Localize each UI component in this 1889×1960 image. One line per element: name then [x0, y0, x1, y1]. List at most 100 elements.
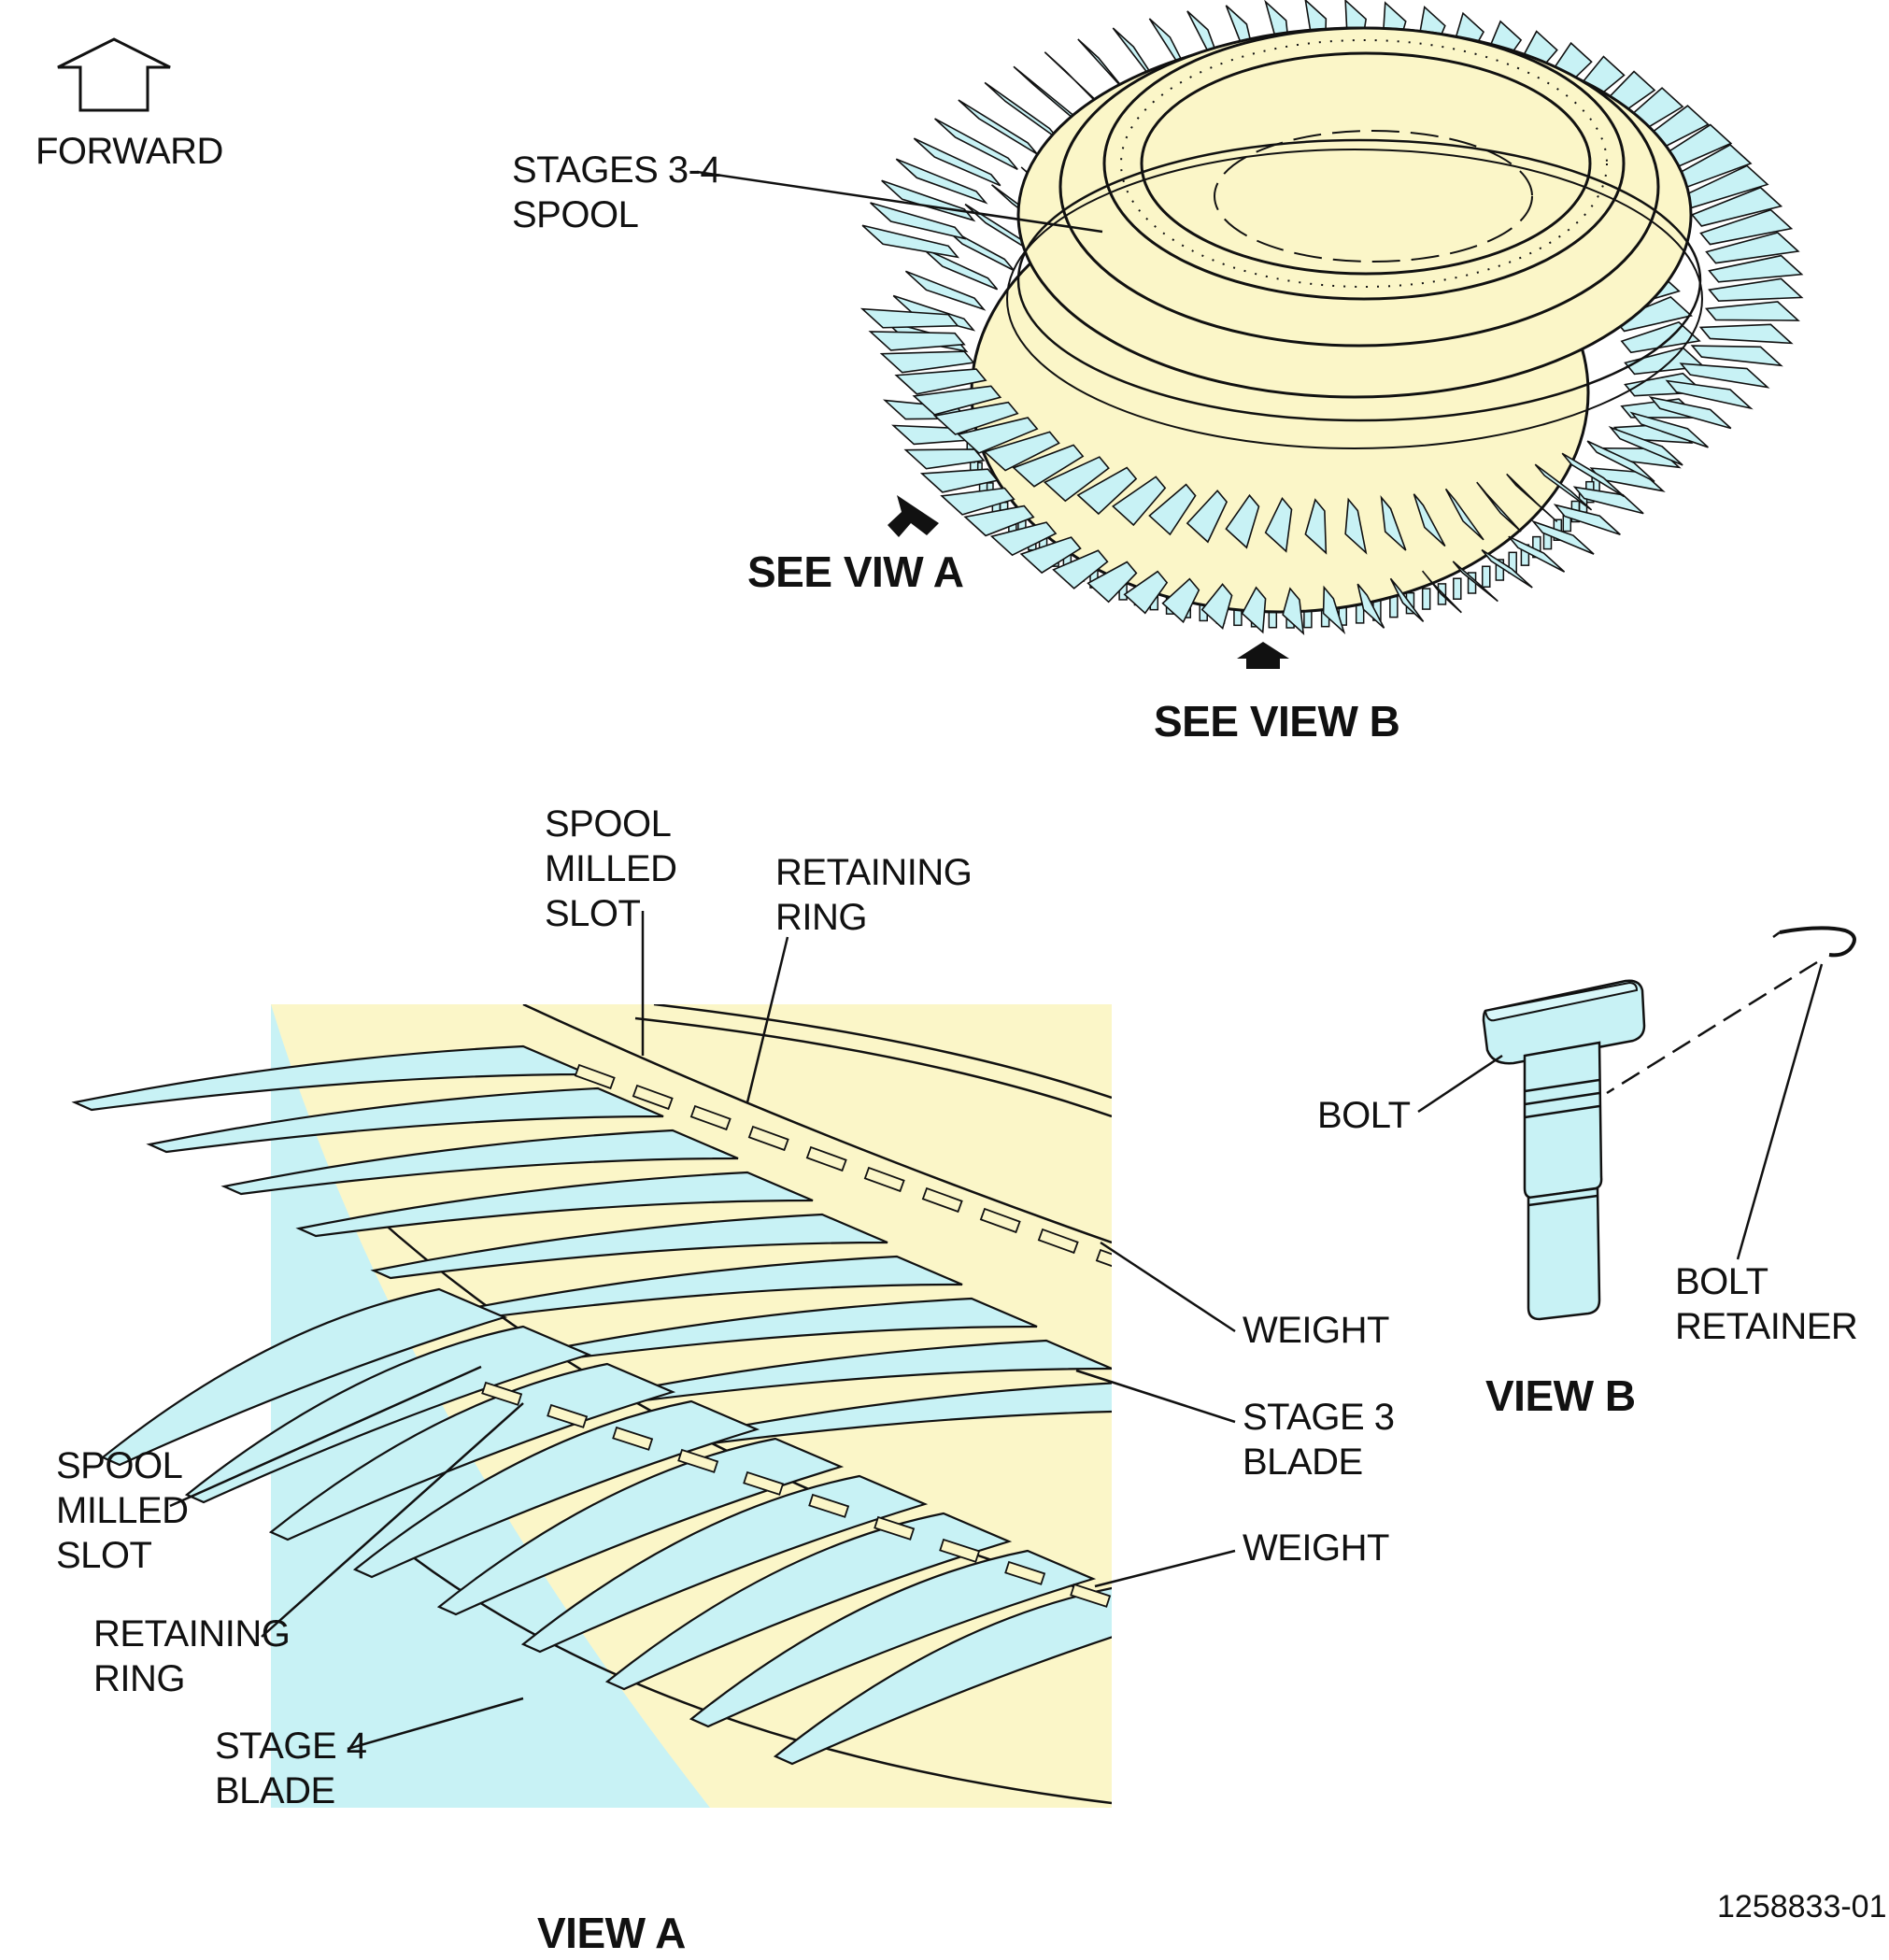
- rotor-assembly: STAGES 3-4 SPOOL SEE VIW A SEE VIEW B: [512, 0, 1804, 746]
- stage3-blade-line2: BLADE: [1243, 1442, 1363, 1483]
- retaining-ring-top-line2: RING: [775, 897, 867, 938]
- stage4-blade: [1087, 561, 1138, 604]
- view-a-detail: SPOOL MILLED SLOT RETAINING RING WEIGHT …: [56, 803, 1395, 1957]
- stage4-blade: [1123, 570, 1169, 615]
- stage3-blade: [859, 307, 959, 329]
- stage4-blade: [1530, 519, 1595, 555]
- stage3-blade: [1704, 301, 1800, 321]
- stage3-blade: [957, 417, 1039, 454]
- stage3-blade: [870, 202, 967, 240]
- weight: [1095, 1248, 1112, 1275]
- bolt-retainer-line2: RETAINER: [1675, 1306, 1857, 1347]
- stage4-blade: [1620, 320, 1701, 354]
- stage3-blade: [1112, 476, 1167, 527]
- stage3-blade: [958, 99, 1038, 155]
- spool-bolt-circle: [1120, 39, 1608, 288]
- weight: [743, 1470, 785, 1496]
- stage4-blade: [1052, 549, 1109, 589]
- bolt-label: BOLT: [1317, 1095, 1411, 1136]
- stage4-blade: [773, 1586, 1112, 1766]
- bolt-shank-upper: [1523, 1041, 1603, 1200]
- view-a-spool-arc-1: [653, 1004, 1112, 1100]
- stage3-blade: [932, 401, 1019, 435]
- forward-label: FORWARD: [36, 131, 223, 172]
- stage3-blade: [1506, 473, 1558, 523]
- stage3-blade: [71, 1044, 589, 1112]
- spool-milled-slot-top-line3: SLOT: [545, 893, 641, 934]
- stage3-blade: [1665, 379, 1754, 410]
- stage4-blade-leader: [347, 1697, 524, 1751]
- weight: [808, 1493, 850, 1518]
- spool-milled-slot-top-line2: MILLED: [545, 848, 677, 889]
- stage3-blade: [861, 224, 960, 259]
- weight: [747, 1125, 789, 1152]
- stage3-blade: [1225, 493, 1260, 549]
- stage4-blade: [1553, 504, 1621, 536]
- stage3-blade: [895, 158, 988, 205]
- stage3-blade-line1: STAGE 3: [1243, 1397, 1394, 1438]
- stage3-blade-leader: [1075, 1369, 1236, 1424]
- view-b-detail: BOLT BOLT RETAINER VIEW B: [1317, 926, 1858, 1420]
- view-a-ring-arc-upper: [522, 1004, 1112, 1244]
- stage3-blade: [1705, 232, 1800, 264]
- stage4-blade: [904, 270, 987, 311]
- stage4-blade: [436, 1437, 845, 1616]
- stage3-blade: [868, 331, 966, 351]
- stage4-blade: [1421, 570, 1462, 614]
- spool-inner-bore: [1214, 130, 1533, 263]
- weight: [921, 1186, 963, 1214]
- stage4-blade: [903, 448, 986, 470]
- weight: [677, 1448, 719, 1473]
- weight: [939, 1538, 981, 1563]
- stage3-blade: [1380, 495, 1407, 551]
- bolt-groove-3: [1524, 1104, 1600, 1119]
- stage3-blade: [220, 1129, 739, 1196]
- weight: [689, 1104, 731, 1131]
- weight: [1004, 1560, 1046, 1585]
- bolt-retainer-leader: [1736, 963, 1824, 1260]
- weight: [632, 1084, 674, 1111]
- weight: [547, 1403, 589, 1428]
- stage4-blade: [1161, 577, 1200, 624]
- retaining-ring-left-line2: RING: [93, 1658, 185, 1699]
- bolt-retainer-install-line: [1606, 960, 1818, 1095]
- stage4-blade: [268, 1362, 676, 1541]
- stage4-blade: [604, 1512, 1013, 1691]
- stage3-blade: [1413, 493, 1446, 547]
- stage4-blade: [1452, 561, 1498, 603]
- forward-arrow-icon: [57, 37, 171, 112]
- bolt-step-line: [1527, 1194, 1598, 1207]
- stage4-blade: [989, 521, 1058, 557]
- stage3-blade: [879, 350, 975, 374]
- spool-bore: [1140, 51, 1592, 276]
- stage3-blade: [1148, 483, 1197, 536]
- stage3-blade: [984, 81, 1060, 141]
- stage3-blade: [934, 118, 1018, 171]
- stage3-blade: [1344, 497, 1368, 555]
- spool-milled-slot-left-line3: SLOT: [56, 1535, 152, 1576]
- bolt-shank-lower: [1527, 1186, 1601, 1321]
- stage4-blade: [921, 247, 999, 291]
- stage3-blade: [913, 137, 1001, 187]
- stage3-blade: [1691, 186, 1783, 227]
- see-view-a-label: SEE VIW A: [747, 547, 964, 596]
- spool-label-line1: STAGES 3-4: [512, 149, 720, 191]
- weight: [979, 1207, 1021, 1234]
- stage3-blade: [1304, 498, 1328, 555]
- bolt-head-top: [1484, 981, 1639, 1022]
- view-a-weights: [481, 1063, 1112, 1608]
- spool-milled-slot-left-line2: MILLED: [56, 1490, 189, 1531]
- view-a-title: VIEW A: [537, 1909, 686, 1957]
- stage4-blade: [919, 468, 999, 493]
- stage3-blade: [370, 1213, 888, 1280]
- stage3-blade: [1648, 396, 1732, 430]
- retaining-ring-left-line1: RETAINING: [93, 1613, 290, 1655]
- stage3-blade: [1476, 481, 1522, 533]
- stage3-blade: [1012, 444, 1085, 488]
- bolt-leader: [1417, 1054, 1503, 1114]
- weight-lower-leader: [1094, 1549, 1236, 1588]
- stage4-blade-line1: STAGE 4: [215, 1726, 367, 1767]
- weight: [873, 1515, 916, 1541]
- stage3-blade: [1708, 277, 1804, 302]
